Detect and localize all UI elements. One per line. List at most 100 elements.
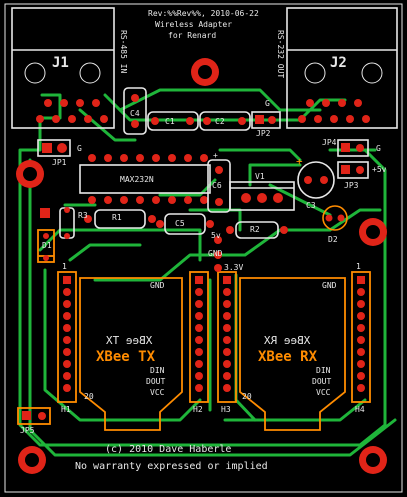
header-pin-pad [223, 276, 231, 284]
header-pin-pad [63, 324, 71, 332]
xbee-rx-gnd-label: GND [322, 281, 337, 290]
header-pin-pad [63, 372, 71, 380]
header-pin-pad [195, 276, 203, 284]
3v3-label: 3.3V [224, 263, 244, 272]
j2-outline [286, 7, 398, 129]
header-pin-pad [223, 312, 231, 320]
xbee-tx-gnd-label: GND [150, 281, 165, 290]
xbee-tx-din-label: DIN [150, 366, 165, 375]
header-pin-pad [223, 384, 231, 392]
header-pads [63, 276, 365, 392]
jp5-label: JP5 [20, 426, 35, 435]
r3-resistor [40, 207, 75, 239]
r1-resistor [84, 209, 156, 229]
c6-label: C6 [212, 181, 222, 190]
xbee-rx-din-label: DIN [316, 366, 331, 375]
header-h4 [351, 271, 371, 403]
header-pin-pad [223, 300, 231, 308]
plus5v-label: +5v [372, 165, 387, 174]
board-rev-line: Rev:%%Rev%%, 2010-06-22 [148, 9, 259, 18]
header-h2 [189, 271, 209, 403]
g-label-left: G [77, 144, 82, 153]
header-pin-pad [357, 372, 365, 380]
copyright-text: (c) 2010 Dave Haberle [105, 444, 232, 455]
j1-label: J1 [52, 55, 69, 71]
jp3-label: JP3 [344, 181, 359, 190]
plus-sign-c3: + [296, 155, 303, 168]
xbee-tx-vcc-label: VCC [150, 388, 165, 397]
c4-capacitor [123, 87, 147, 135]
v1-label: V1 [255, 172, 265, 181]
board-title-line-2: for Renard [168, 31, 217, 40]
r1-label: R1 [112, 213, 122, 222]
header-pin-pad [223, 360, 231, 368]
c4-label: C4 [130, 109, 140, 118]
header-pin-pad [195, 384, 203, 392]
j2-description: RS-232 OUT [276, 30, 285, 79]
header-pin-pad [195, 360, 203, 368]
board-title-line-1: Wireless Adapter [155, 20, 233, 29]
max232n-ic [79, 154, 211, 204]
xbee-rx-title-mirror: XBee RX [264, 334, 311, 347]
header-pin-pad [357, 348, 365, 356]
g-label-right: G [265, 99, 270, 108]
j1-connector [11, 7, 115, 129]
header-pin-pad [195, 288, 203, 296]
header-pin-pad [63, 276, 71, 284]
header-pin-pad [223, 324, 231, 332]
r3-label: R3 [78, 211, 88, 220]
h1-label: H1 [61, 405, 71, 414]
h3-label: H3 [221, 405, 231, 414]
header-pin-pad [223, 288, 231, 296]
h4-label: H4 [355, 405, 365, 414]
header-pin-pad [357, 288, 365, 296]
jp1-header [37, 139, 71, 157]
xbee-rx-pin1: 1 [356, 262, 361, 271]
d1-diode [37, 229, 55, 263]
header-pin-pad [195, 300, 203, 308]
header-pin-pad [63, 336, 71, 344]
c3-capacitor [297, 161, 335, 199]
j1-outline [11, 7, 115, 129]
header-pin-pad [63, 312, 71, 320]
header-pin-pad [195, 372, 203, 380]
header-pin-pad [357, 276, 365, 284]
c3-label: C3 [306, 201, 316, 210]
header-pin-pad [63, 384, 71, 392]
h2-label: H2 [193, 405, 203, 414]
header-pin-pad [357, 360, 365, 368]
d1-label: D1 [42, 241, 52, 250]
header-pin-pad [357, 324, 365, 332]
c2-label: C2 [215, 117, 225, 126]
header-pin-pad [63, 360, 71, 368]
xbee-tx-pin20: 20 [84, 392, 94, 401]
header-h3 [217, 271, 237, 403]
j1-pads [36, 99, 108, 123]
plus-sign-c6: + [213, 151, 218, 160]
header-pin-pad [195, 324, 203, 332]
xbee-rx-pin20: 20 [242, 392, 252, 401]
header-pin-pad [63, 300, 71, 308]
jp4-header [337, 139, 369, 157]
jp2-label: JP2 [256, 129, 271, 138]
d2-label: D2 [328, 235, 338, 244]
header-pin-pad [223, 348, 231, 356]
jp4-label: JP4 [322, 138, 337, 147]
header-pin-pad [357, 312, 365, 320]
header-pin-pad [63, 348, 71, 356]
xbee-tx-title: XBee TX [96, 349, 156, 365]
header-pin-pad [223, 372, 231, 380]
jp5-header [17, 407, 51, 425]
mounting-holes [16, 58, 387, 474]
header-pin-pad [223, 336, 231, 344]
header-pin-pad [357, 336, 365, 344]
xbee-rx-module [239, 277, 346, 431]
header-pin-pad [357, 300, 365, 308]
header-pin-pad [195, 348, 203, 356]
jp1-label: JP1 [52, 158, 67, 167]
j2-pads [298, 99, 370, 123]
v1-regulator [229, 181, 295, 211]
header-pin-pad [63, 288, 71, 296]
xbee-rx-vcc-label: VCC [316, 388, 331, 397]
